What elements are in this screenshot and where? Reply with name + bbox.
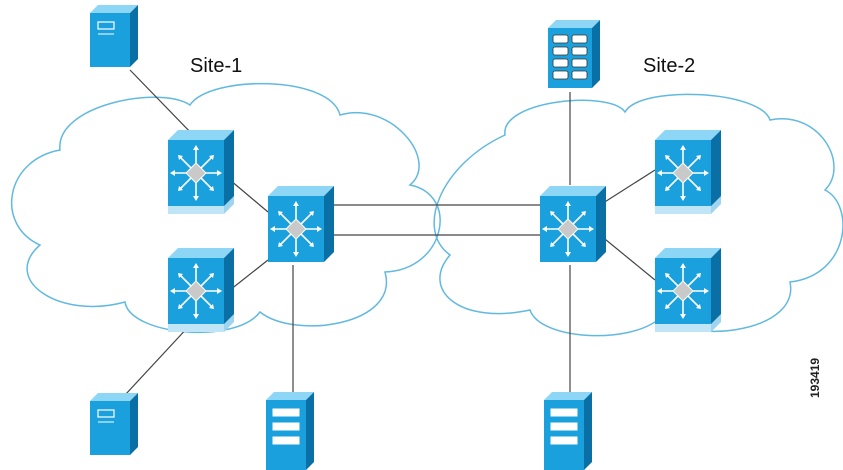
site-2-label: Site-2 [643, 55, 696, 77]
server-icon [89, 4, 139, 68]
core-switch-icon [167, 247, 235, 325]
core-switch-icon [267, 185, 335, 263]
link-server1-switch1 [129, 69, 196, 138]
link-core2-switch4 [599, 234, 656, 281]
site1-cloud [10, 82, 441, 334]
rack-server-icon [543, 391, 593, 470]
rack-server-icon [265, 391, 315, 470]
figure-id: 193419 [808, 357, 822, 398]
link-switch1-core1 [229, 179, 269, 213]
core-switch-icon [654, 247, 722, 325]
link-switch2-core1 [229, 259, 269, 291]
core-switch-icon [167, 129, 235, 207]
site-1-label: Site-1 [190, 55, 243, 77]
site2-cloud [433, 93, 843, 337]
link-switch2-server2 [124, 324, 191, 396]
core-switch-icon [654, 129, 722, 207]
core-switch-icon [539, 185, 607, 263]
server-icon [89, 392, 139, 456]
link-core2-switch3 [599, 169, 656, 206]
storage-array-icon [547, 19, 601, 89]
